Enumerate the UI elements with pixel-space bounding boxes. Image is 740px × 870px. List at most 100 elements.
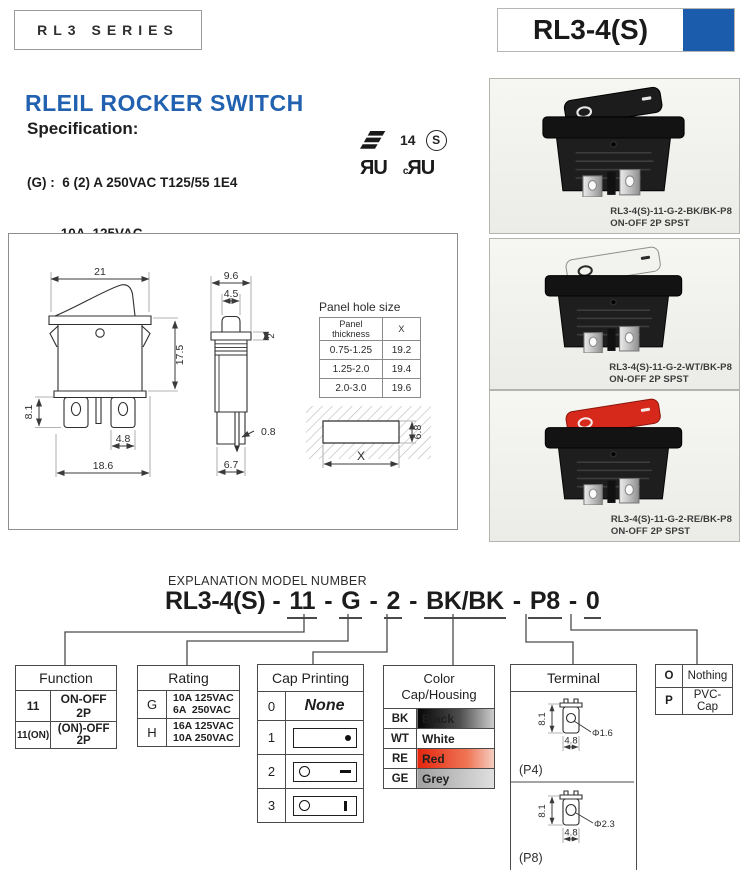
table-title: Rating <box>137 665 240 691</box>
rocker-switch-illustration <box>542 86 685 198</box>
cap-print-none: None <box>304 697 345 714</box>
color-swatch-grey: Grey <box>416 768 495 789</box>
color-swatch-red: Red <box>416 748 495 769</box>
rocker-switch-illustration <box>544 246 683 354</box>
color-swatch-black: Black <box>416 708 495 729</box>
s-mark-icon: S <box>425 129 447 151</box>
photo-caption: RL3-4(S)-11-G-2-BK/BK-P8 ON-OFF 2P SPST <box>610 206 732 229</box>
svg-text:4.8: 4.8 <box>116 433 131 445</box>
svg-text:X: X <box>357 449 365 463</box>
column-header: Panel thickness <box>319 317 383 341</box>
table-row: 0 None <box>257 691 364 721</box>
function-table: Function 11 ON-OFF 2P 11(ON) (ON)-OFF 2P <box>14 665 117 749</box>
dash-mark <box>339 770 351 773</box>
blue-accent-square <box>683 9 734 51</box>
ul-recognized-icon: ЯU <box>360 157 388 179</box>
table-row: 11 ON-OFF 2P <box>14 690 117 722</box>
color-swatch-white: White <box>416 728 495 749</box>
page-title: RLEIL ROCKER SWITCH <box>25 90 304 116</box>
circle-mark <box>298 766 310 777</box>
model-segment: G <box>339 587 363 619</box>
model-header-box: RL3-4(S) <box>497 8 735 52</box>
table-title: Function <box>15 665 117 691</box>
svg-text:Φ1.6: Φ1.6 <box>592 728 613 739</box>
model-label: RL3-4(S) <box>532 14 649 45</box>
svg-text:6.8: 6.8 <box>412 425 424 440</box>
panel-hole-title: Panel hole size <box>319 300 401 314</box>
table-row: 0.75-1.25 19.2 <box>319 340 422 360</box>
certification-marks: 14 S ЯU cЯU <box>356 128 476 180</box>
svg-text:0.8: 0.8 <box>261 426 276 438</box>
svg-text:(P8): (P8) <box>519 851 543 865</box>
column-header: X <box>381 317 422 341</box>
explanation-heading: EXPLANATION MODEL NUMBER <box>168 574 367 588</box>
svg-text:8.1: 8.1 <box>23 405 35 420</box>
photo-caption: RL3-4(S)-11-G-2-RE/BK-P8 ON-OFF 2P SPST <box>610 514 732 537</box>
series-header-box: RL3 SERIES <box>14 10 202 50</box>
table-row: RE Red <box>383 748 495 769</box>
svg-text:2: 2 <box>266 333 277 338</box>
product-photo-black: RL3-4(S)-11-G-2-BK/BK-P8 ON-OFF 2P SPST <box>489 78 740 234</box>
option-table: O Nothing P PVC-Cap <box>655 664 733 715</box>
svg-text:18.6: 18.6 <box>93 460 114 472</box>
svg-text:4.5: 4.5 <box>224 288 239 300</box>
svg-text:6.7: 6.7 <box>224 459 239 471</box>
table-row: 2.0-3.0 19.6 <box>319 378 422 398</box>
model-segment: BK/BK <box>424 587 506 619</box>
table-row: 3 <box>257 788 364 823</box>
terminal-drawings: 8.1 4.8 Φ1.6 (P4) <box>511 692 634 865</box>
circle-mark <box>298 800 310 811</box>
table-row: P PVC-Cap <box>655 687 733 715</box>
table-row: 2 <box>257 754 364 789</box>
model-segment: 2 <box>384 587 403 619</box>
terminal-table: Terminal <box>510 664 637 870</box>
dimension-labels: 21 17.5 8.1 4.8 18.6 9.6 4.5 2 0.8 6.7 6… <box>23 266 424 472</box>
table-row: WT White <box>383 728 495 749</box>
model-segment: 11 <box>287 587 318 619</box>
panel-hole-table: Panel thickness X 0.75-1.25 19.2 1.25-2.… <box>319 317 422 398</box>
table-row: BK Black <box>383 708 495 729</box>
svg-text:(P4): (P4) <box>519 763 543 777</box>
svg-text:Φ2.3: Φ2.3 <box>594 819 615 830</box>
table-row: 1.25-2.0 19.4 <box>319 359 422 379</box>
svg-text:8.1: 8.1 <box>537 712 548 725</box>
product-photo-white: RL3-4(S)-11-G-2-WT/BK-P8 ON-OFF 2P SPST <box>489 238 740 390</box>
svg-text:4.8: 4.8 <box>564 736 577 747</box>
cap-print-o-dash-diagram <box>292 761 357 782</box>
svg-text:8.1: 8.1 <box>537 804 548 817</box>
svg-text:17.5: 17.5 <box>174 345 186 366</box>
model-number: RL3-4(S) - 11 - G - 2 - BK/BK - P8 - 0 <box>165 587 602 619</box>
table-row: G 10A 125VAC 6A 250VAC <box>137 690 240 719</box>
technical-drawing-panel: 21 17.5 8.1 4.8 18.6 9.6 4.5 2 0.8 6.7 6… <box>8 233 458 530</box>
enec-mark-icon <box>359 131 386 149</box>
table-row: H 16A 125VAC 10A 250VAC <box>137 718 240 747</box>
svg-text:4.8: 4.8 <box>564 828 577 839</box>
spec-line: (G) : 6 (2) A 250VAC T125/55 1E4 <box>27 175 238 190</box>
table-row: 1 <box>257 720 364 755</box>
series-label: RL3 SERIES <box>37 22 179 38</box>
dot-mark <box>344 734 351 741</box>
model-segment: P8 <box>527 587 562 619</box>
front-view <box>49 285 151 428</box>
table-title: Cap Printing <box>257 664 364 692</box>
rating-table: Rating G 10A 125VAC 6A 250VAC H 16A 125V… <box>137 665 240 747</box>
photo-caption: RL3-4(S)-11-G-2-WT/BK-P8 ON-OFF 2P SPST <box>609 362 732 385</box>
cap-printing-table: Cap Printing 0 None 1 2 3 <box>257 664 364 823</box>
model-connector-lines <box>64 614 698 668</box>
side-view <box>211 317 251 452</box>
table-row: O Nothing <box>655 664 733 688</box>
product-photo-red: RL3-4(S)-11-G-2-RE/BK-P8 ON-OFF 2P SPST <box>489 390 740 542</box>
enec-number: 14 <box>400 132 416 148</box>
spec-heading: Specification: <box>27 119 139 138</box>
table-row: GE Grey <box>383 768 495 789</box>
cap-print-dot-diagram <box>292 727 357 748</box>
cap-print-o-i-diagram <box>292 795 357 816</box>
cul-recognized-icon: cЯU <box>402 157 435 179</box>
dimension-drawing: 21 17.5 8.1 4.8 18.6 9.6 4.5 2 0.8 6.7 6… <box>23 266 431 527</box>
rocker-switch-illustration <box>544 398 683 506</box>
dimension-lines <box>36 276 415 476</box>
model-segment: RL3-4(S) <box>165 587 266 615</box>
